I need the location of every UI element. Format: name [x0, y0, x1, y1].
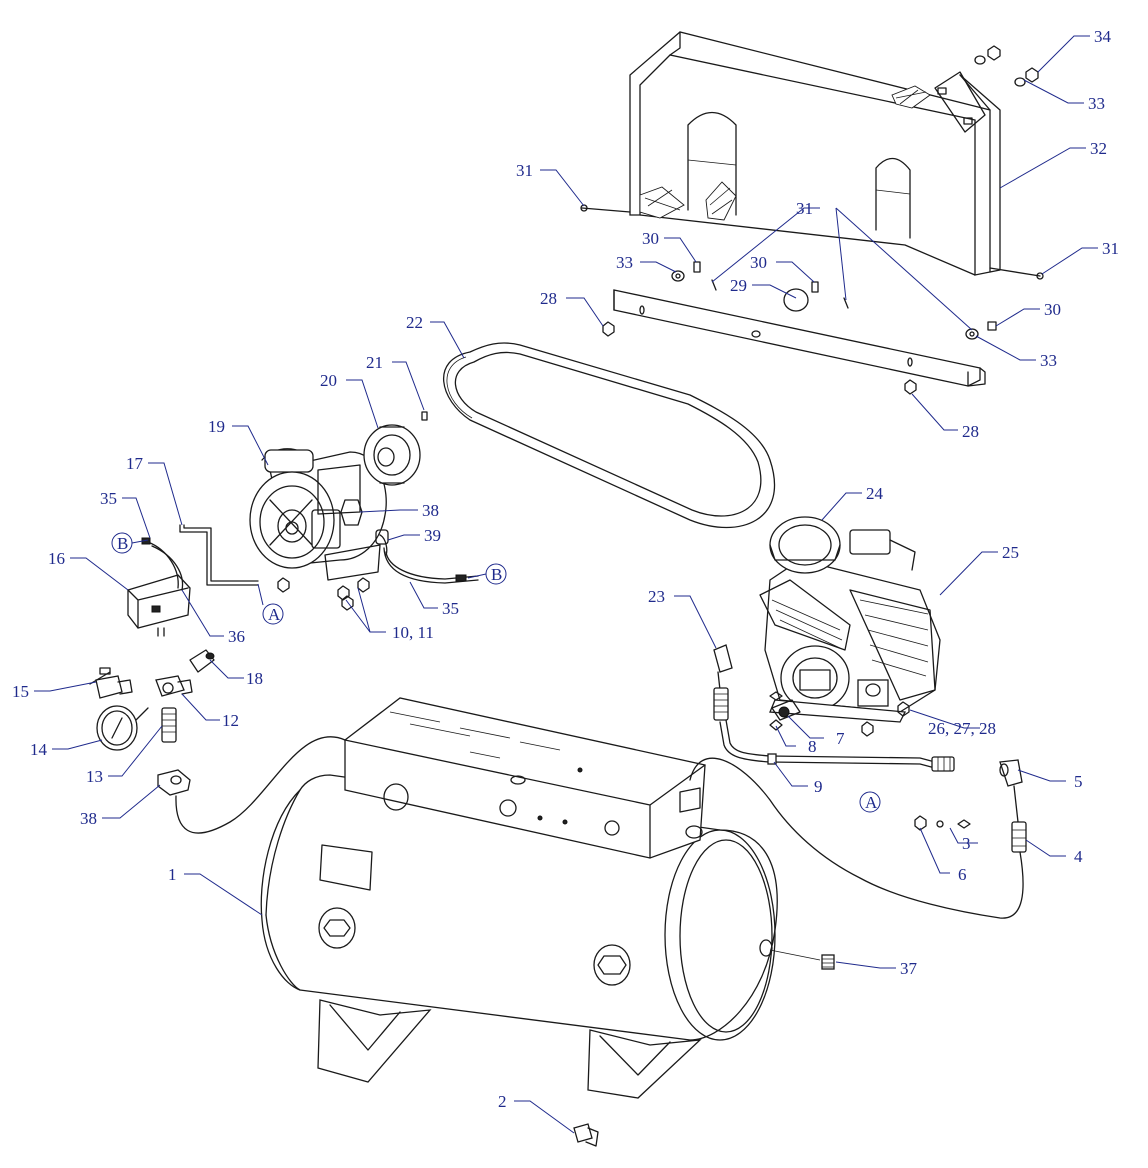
callout-31-left: 31: [516, 161, 533, 180]
callout-26-27-28: 26, 27, 28: [928, 719, 996, 738]
callout-38-left: 38: [80, 809, 97, 828]
callout-28-left: 28: [540, 289, 557, 308]
guard-bracket: [613, 289, 986, 387]
power-cord: [375, 529, 479, 584]
callout-33-top: 33: [1088, 94, 1105, 113]
callout-37: 37: [900, 959, 918, 978]
pressure-switch-assembly: [89, 524, 346, 834]
connector-label-b-right: B: [491, 565, 502, 584]
callout-2: 2: [498, 1092, 507, 1111]
v-belt: [442, 342, 776, 528]
callout-9: 9: [814, 777, 823, 796]
connector-tags: B B A A: [111, 532, 881, 813]
callout-13: 13: [86, 767, 103, 786]
callout-23: 23: [648, 587, 665, 606]
connector-label-a-left: A: [268, 605, 281, 624]
callout-15: 15: [12, 682, 29, 701]
leader-lines: [34, 35, 1098, 1134]
callout-12: 12: [222, 711, 239, 730]
electric-motor: [249, 411, 428, 611]
callout-16: 16: [48, 549, 65, 568]
callout-31-center: 31: [796, 199, 813, 218]
callout-20: 20: [320, 371, 337, 390]
air-tank: [260, 697, 835, 1147]
callout-3: 3: [962, 834, 971, 853]
callout-28-right: 28: [962, 422, 979, 441]
callout-33-right: 33: [1040, 351, 1057, 370]
callout-35-right: 35: [442, 599, 459, 618]
callout-25: 25: [1002, 543, 1019, 562]
callout-17: 17: [126, 454, 144, 473]
callout-1: 1: [168, 865, 177, 884]
compressor-pump: [759, 516, 941, 737]
callout-29: 29: [730, 276, 747, 295]
callout-32: 32: [1090, 139, 1107, 158]
callout-30-middle: 30: [750, 253, 767, 272]
guard-hardware: [580, 45, 1044, 395]
callout-4: 4: [1074, 847, 1083, 866]
callout-34: 34: [1094, 27, 1112, 46]
callout-35-left: 35: [100, 489, 117, 508]
callout-24: 24: [866, 484, 884, 503]
callout-labels: 1 2 3 4 5 6 7 8 9 10, 11 12 13 14 15 16 …: [12, 27, 1119, 1111]
callout-19: 19: [208, 417, 225, 436]
callout-30-left: 30: [642, 229, 659, 248]
belt-guard: [629, 31, 1001, 276]
callout-18: 18: [246, 669, 263, 688]
callout-39: 39: [424, 526, 441, 545]
callout-6: 6: [958, 865, 967, 884]
connector-label-a-right: A: [865, 793, 878, 812]
callout-21: 21: [366, 353, 383, 372]
connector-tag-a-right: [859, 791, 881, 813]
connector-tag-a-left: [262, 603, 284, 625]
callout-30-right: 30: [1044, 300, 1061, 319]
callout-36: 36: [228, 627, 245, 646]
callout-22: 22: [406, 313, 423, 332]
callout-33-left: 33: [616, 253, 633, 272]
callout-10-11: 10, 11: [392, 623, 434, 642]
callout-5: 5: [1074, 772, 1083, 791]
callout-14: 14: [30, 740, 48, 759]
callout-8: 8: [808, 737, 817, 756]
discharge-tube: [689, 644, 1027, 919]
callout-38-motor: 38: [422, 501, 439, 520]
connector-label-b-left: B: [117, 534, 128, 553]
callout-7: 7: [836, 729, 845, 748]
callout-31-right: 31: [1102, 239, 1119, 258]
